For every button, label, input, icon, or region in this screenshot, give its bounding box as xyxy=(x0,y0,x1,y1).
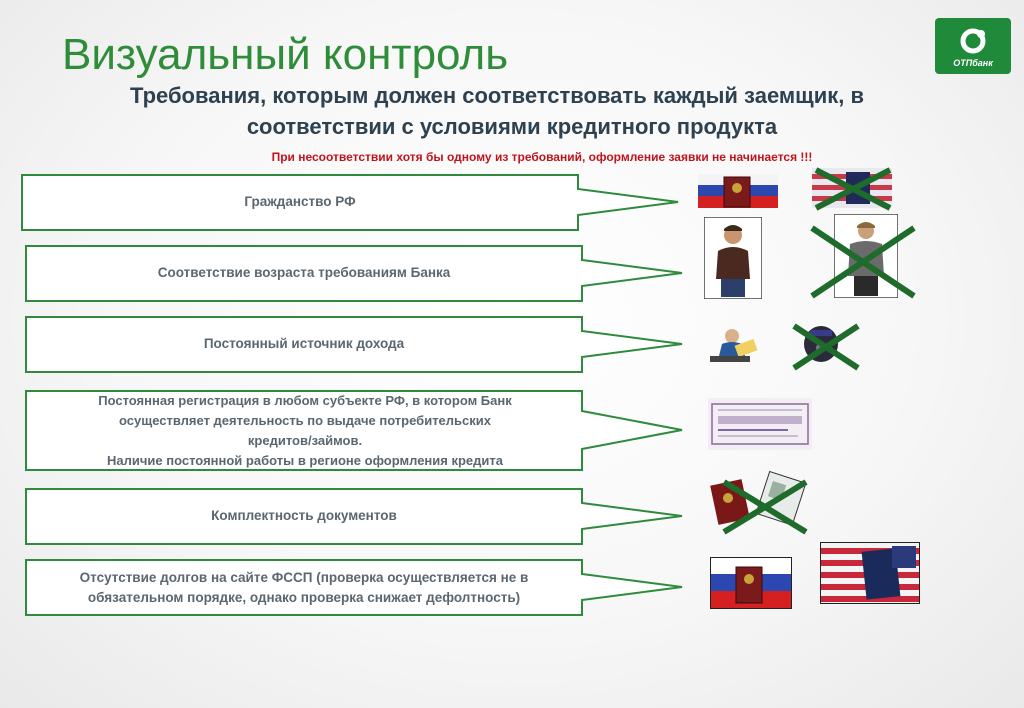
requirement-arrow-box xyxy=(25,488,683,545)
requirement-age: Соответствие возраста требованиям Банка xyxy=(157,265,451,280)
requirement-arrow-box xyxy=(25,316,683,373)
rejected-cross-icon xyxy=(814,167,892,211)
registration-stamp-image xyxy=(708,398,812,450)
rejected-cross-icon xyxy=(810,225,916,299)
requirement-arrow-box xyxy=(21,174,679,231)
requirement-arrow-box xyxy=(25,245,683,302)
requirement-fssp: Отсутствие долгов на сайте ФССП (проверк… xyxy=(79,570,529,605)
rejected-cross-icon xyxy=(722,479,808,535)
subtitle: Требования, которым должен соответствова… xyxy=(0,80,1024,142)
us-passport-image xyxy=(820,542,920,604)
otp-bank-logo: ОТПбанк xyxy=(935,18,1011,74)
russian-passport-image xyxy=(698,174,778,208)
page-title: Визуальный контроль xyxy=(62,30,509,79)
subtitle-line-1: Требования, которым должен соответствова… xyxy=(129,83,865,108)
rejected-cross-icon xyxy=(792,323,860,371)
requirement-arrow-box xyxy=(25,390,683,471)
requirement-income: Постоянный источник дохода xyxy=(203,336,405,351)
requirement-registration: Постоянная регистрация в любом субъекте … xyxy=(98,393,512,468)
adult-person-image xyxy=(704,217,762,299)
salary-income-image xyxy=(710,329,758,362)
russian-flag-passport-image xyxy=(710,557,792,609)
logo-text: ОТПбанк xyxy=(953,58,993,68)
otp-logo-icon xyxy=(960,28,986,54)
requirement-documents: Комплектность документов xyxy=(211,508,397,523)
warning-text: При несоответствии хотя бы одному из тре… xyxy=(271,150,813,164)
requirement-citizenship: Гражданство РФ xyxy=(244,194,356,209)
subtitle-line-2: соответствии с условиями кредитного прод… xyxy=(246,114,778,139)
requirement-arrow-box xyxy=(25,559,683,616)
